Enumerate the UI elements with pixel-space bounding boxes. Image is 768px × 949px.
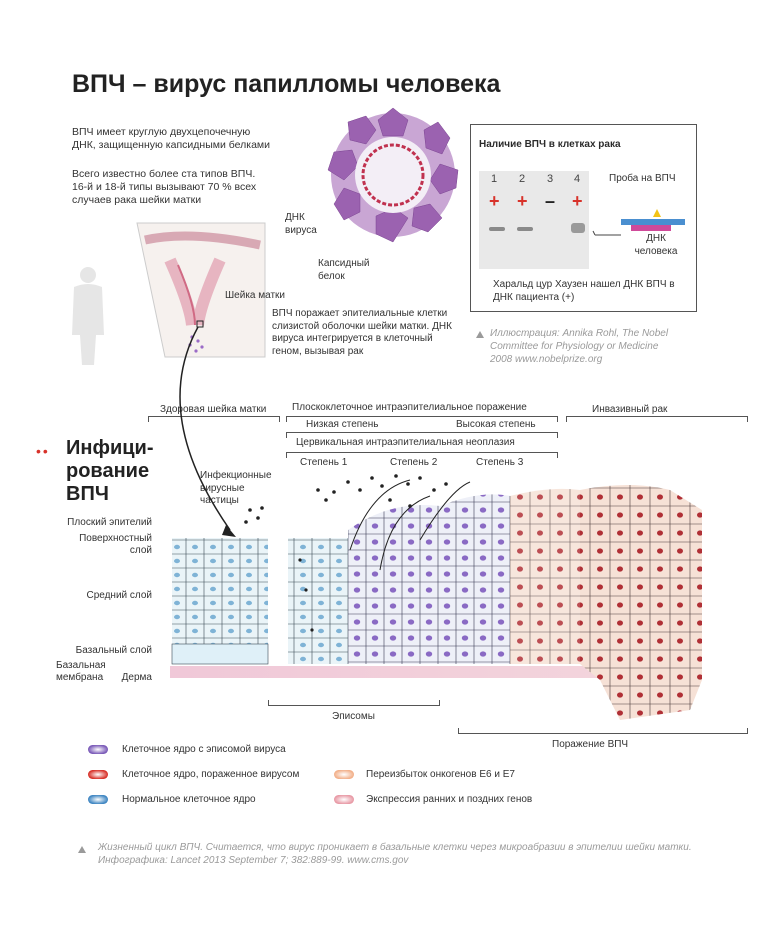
virus-particle xyxy=(327,107,459,243)
stage-low: Низкая степень xyxy=(306,419,379,430)
figure-caption: Жизненный цикл ВПЧ. Считается, что вирус… xyxy=(98,842,692,866)
stage-neoplasia: Цервикальная интраэпителиальная неоплази… xyxy=(296,437,515,448)
lane-2: 2 xyxy=(519,173,526,185)
gel-image xyxy=(479,171,589,269)
legend-infected: Клеточное ядро, пораженное вирусом xyxy=(122,769,300,780)
infection-heading: Инфици- рование ВПЧ xyxy=(66,437,154,506)
lane-4: 4 xyxy=(574,173,581,185)
bracket-healthy xyxy=(148,416,280,422)
layer-basal: Базальный слой xyxy=(75,645,152,656)
dna-strand-icon xyxy=(592,209,685,236)
bracket-neoplasia xyxy=(286,452,558,458)
triangle-icon xyxy=(476,331,484,338)
cervix-illustration xyxy=(72,222,266,365)
legend-expression: Экспрессия ранних и поздних генов xyxy=(366,794,533,805)
layer-middle: Средний слой xyxy=(86,590,152,601)
sign-2: + xyxy=(517,191,528,211)
infection-heading-line-1: Инфици- xyxy=(66,437,154,459)
human-dna-label: ДНК человека xyxy=(634,233,678,257)
legend-chip-expression xyxy=(334,795,354,804)
sign-4: + xyxy=(572,191,583,211)
sign-3: – xyxy=(545,191,556,211)
particles-label: Инфекционные вирусные частицы xyxy=(200,470,272,506)
layer-surface: Поверхностный слой xyxy=(79,533,152,556)
box-footer: Харальд цур Хаузен нашел ДНК ВПЧ в ДНК п… xyxy=(493,279,675,303)
capsid-label: Капсидный белок xyxy=(318,258,370,282)
illustration-credit: Иллюстрация: Annika Rohl, The Nobel Comm… xyxy=(490,328,669,365)
bracket-invasive xyxy=(566,416,748,422)
intro-text-2: Всего известно более ста типов ВПЧ. 16-й… xyxy=(72,168,257,206)
caption-triangle-icon xyxy=(78,846,86,853)
infection-heading-line-2: рование xyxy=(66,460,150,482)
grade-2: Степень 2 xyxy=(390,457,438,468)
infection-heading-line-3: ВПЧ xyxy=(66,483,109,505)
hpv-detection-box: Наличие ВПЧ в клетках рака 1 2 3 4 + + –… xyxy=(470,124,697,312)
infection-arrow xyxy=(179,326,236,537)
legend-episome: Клеточное ядро с эписомой вируса xyxy=(122,744,286,755)
legend-normal: Нормальное клеточное ядро xyxy=(122,794,256,805)
grade-1: Степень 1 xyxy=(300,457,348,468)
lane-1: 1 xyxy=(491,173,498,185)
layer-membrane: Базальная мембрана xyxy=(56,660,106,683)
cervix-label: Шейка матки xyxy=(225,290,286,301)
stage-lesion: Плоскоклеточное интраэпителиальное пораж… xyxy=(292,402,527,413)
bracket-lesion xyxy=(286,416,558,422)
body-silhouette-icon xyxy=(72,267,104,365)
legend-chip-oncogenes xyxy=(334,770,354,779)
probe-label: Проба на ВПЧ xyxy=(609,173,676,184)
tissue-diagram xyxy=(170,474,702,720)
intro-text-1: ВПЧ имеет круглую двухцепочечную ДНК, за… xyxy=(72,126,271,151)
stage-invasive: Инвазивный рак xyxy=(592,404,668,415)
page-title: ВПЧ – вирус папилломы человека xyxy=(72,70,501,98)
box-title: Наличие ВПЧ в клетках рака xyxy=(479,139,621,150)
bracket-hpv-lesion xyxy=(458,728,748,734)
legend-chip-normal xyxy=(88,795,108,804)
lane-3: 3 xyxy=(547,173,554,185)
legend-oncogenes: Переизбыток онкогенов E6 и E7 xyxy=(366,769,515,780)
legend-chip-episome xyxy=(88,745,108,754)
red-dots-icon: •• xyxy=(36,443,50,459)
layer-squamous: Плоский эпителий xyxy=(67,517,152,528)
grade-3: Степень 3 xyxy=(476,457,524,468)
bracket-grades xyxy=(286,432,558,438)
legend-chip-infected xyxy=(88,770,108,779)
virus-dna-label: ДНК вируса xyxy=(285,212,317,236)
sign-1: + xyxy=(489,191,500,211)
stage-high: Высокая степень xyxy=(456,419,536,430)
stage-healthy: Здоровая шейка матки xyxy=(160,404,267,415)
bracket-episomes xyxy=(268,700,440,706)
hpv-lesion-label: Поражение ВПЧ xyxy=(552,739,629,750)
episomes-label: Эписомы xyxy=(332,711,375,722)
layer-dermis: Дерма xyxy=(121,672,152,683)
infects-text: ВПЧ поражает эпителиальные клетки слизис… xyxy=(272,308,452,357)
